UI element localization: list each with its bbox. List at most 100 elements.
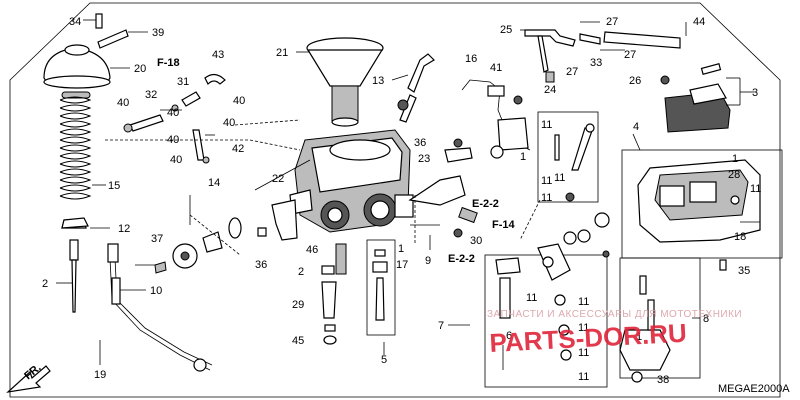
callout-2-left: 2: [42, 278, 48, 290]
float-chamber-box: [621, 149, 783, 271]
callout-36-left: 36: [255, 259, 267, 271]
callout-32: 32: [145, 89, 157, 101]
callout-11-box-d: 11: [541, 192, 552, 204]
diagram-frame: [9, 2, 781, 398]
callout-24: 24: [544, 84, 556, 96]
ref-e22-upper: E-2-2: [472, 198, 499, 210]
callout-labels: 34 39 20 43 31 40 40 32 40 40 40 40 42 1…: [42, 16, 761, 386]
dashed-guides: [105, 119, 541, 256]
callout-13: 13: [372, 75, 384, 87]
callout-43: 43: [212, 49, 224, 61]
bracket-23: [444, 138, 473, 163]
watermark: ЗАПЧАСТИ И АКСЕССУАРЫ ДЛЯ МОТОТЕХНИКИ PA…: [487, 309, 742, 358]
callout-41: 41: [490, 62, 502, 74]
callout-11-b7-c: 11: [578, 347, 589, 359]
throttle-cable: [107, 243, 213, 372]
callout-30: 30: [470, 235, 482, 247]
callout-1-jet: 1: [398, 243, 404, 255]
callout-10: 10: [150, 285, 162, 297]
callout-20: 20: [134, 63, 146, 75]
callout-44: 44: [693, 16, 705, 28]
callout-1-bracket: 1: [520, 151, 526, 163]
callout-39: 39: [152, 27, 164, 39]
callout-46: 46: [306, 244, 318, 256]
callout-1-chamber: 1: [732, 153, 738, 165]
callout-36-mid: 36: [414, 137, 426, 149]
callout-25: 25: [500, 24, 512, 36]
callout-12: 12: [118, 223, 130, 235]
callout-35: 35: [738, 265, 750, 277]
callout-14: 14: [208, 177, 220, 189]
ref-e22-lower: E-2-2: [448, 253, 475, 265]
callout-17: 17: [396, 259, 408, 271]
callout-11-b7-b: 11: [578, 322, 589, 334]
callout-45: 45: [292, 335, 304, 347]
callout-19: 19: [94, 369, 106, 381]
callout-9: 9: [425, 255, 431, 267]
hose-group-32-40: [123, 73, 226, 164]
callout-42: 42: [232, 143, 244, 155]
callout-11-box-a: 11: [541, 119, 552, 131]
callout-11-box-b: 11: [541, 175, 552, 187]
callout-11-b7-e: 11: [526, 292, 537, 304]
callout-27-low: 27: [566, 66, 578, 78]
callout-11-b7-d: 11: [578, 371, 589, 383]
o-rings: [563, 212, 610, 258]
front-arrow-icon: [6, 365, 51, 393]
diaphragm-piston: [306, 37, 384, 127]
callout-2-mid: 2: [298, 266, 304, 278]
callout-18: 18: [734, 231, 746, 243]
callout-16: 16: [465, 53, 477, 65]
ref-f14: F-14: [492, 219, 516, 231]
part-12: [61, 217, 89, 229]
callout-33: 33: [590, 57, 602, 69]
cap-assembly: [43, 13, 129, 89]
callout-4: 4: [633, 121, 639, 133]
callout-11-b7-a: 11: [578, 296, 589, 308]
callout-40-d: 40: [223, 117, 235, 129]
callout-40-a: 40: [233, 95, 245, 107]
callout-27-top: 27: [606, 16, 618, 28]
callout-28: 28: [728, 169, 740, 181]
hose-group-24-44: [524, 29, 681, 83]
callout-7: 7: [438, 320, 444, 332]
callout-11-box-c: 11: [554, 172, 565, 184]
callout-21: 21: [276, 47, 288, 59]
callout-27-mid: 27: [624, 49, 636, 61]
callout-40-f: 40: [167, 134, 179, 146]
drain-assembly-8: [619, 257, 701, 383]
callout-22: 22: [272, 173, 284, 185]
float-3: [660, 63, 731, 133]
jet-column-46: [321, 243, 347, 345]
callout-23: 23: [418, 153, 430, 165]
callout-6: 6: [506, 330, 512, 342]
callout-37: 37: [151, 233, 163, 245]
callout-34: 34: [69, 16, 81, 28]
throttle-stop-30: [408, 175, 478, 238]
callout-5: 5: [381, 354, 387, 366]
callout-26: 26: [629, 75, 641, 87]
throttle-bracket-16: [461, 79, 531, 159]
callout-31: 31: [177, 76, 189, 88]
carburetor-body: [289, 129, 414, 233]
leader-lines: [56, 19, 760, 370]
jet-box-5: [366, 239, 396, 336]
jet-needle: [61, 219, 87, 313]
parts-box-11: [537, 111, 599, 203]
callout-8: 8: [703, 313, 709, 325]
callout-3: 3: [752, 87, 758, 99]
diagram-code: MEGAE2000A: [718, 383, 790, 395]
callout-40-b: 40: [117, 97, 129, 109]
callout-29: 29: [292, 299, 304, 311]
ref-f18: F-18: [157, 57, 180, 69]
callout-11-chamber: 11: [750, 183, 761, 195]
callout-38: 38: [657, 374, 669, 386]
pump-group-14: [154, 217, 242, 274]
watermark-tagline: ЗАПЧАСТИ И АКСЕССУАРЫ ДЛЯ МОТОТЕХНИКИ: [487, 309, 742, 320]
callout-40-e: 40: [170, 154, 182, 166]
reference-labels: F-18 E-2-2 F-14 E-2-2: [157, 57, 516, 265]
parts-box-7: [484, 243, 608, 388]
bracket-22: [257, 199, 298, 241]
callout-40-c: 40: [167, 107, 179, 119]
